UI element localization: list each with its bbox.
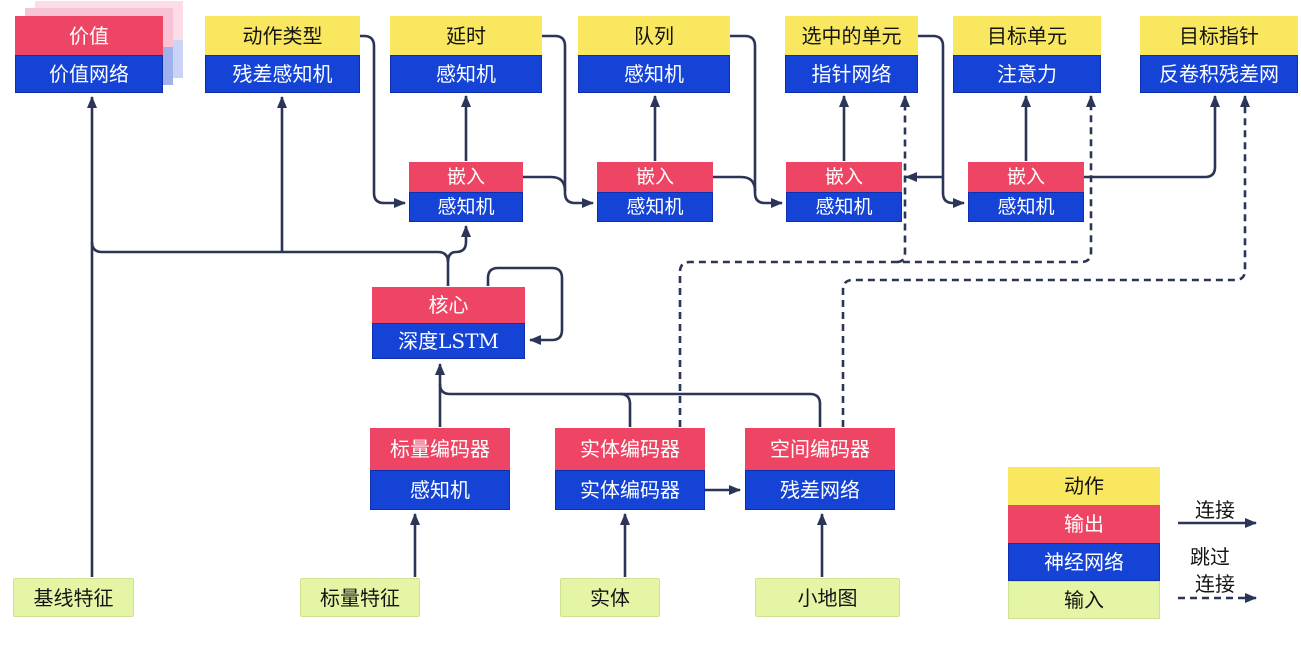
embed-1-output-label: 嵌入 bbox=[409, 162, 523, 192]
embed-card-4: 嵌入 感知机 bbox=[968, 162, 1084, 222]
entity-encoder-network-label: 实体编码器 bbox=[555, 470, 705, 510]
queue-label: 队列 bbox=[578, 16, 730, 55]
legend-input-chip: 输入 bbox=[1008, 581, 1160, 619]
core-output-label: 核心 bbox=[372, 287, 525, 323]
embed-card-1: 嵌入 感知机 bbox=[409, 162, 523, 222]
edge-selectedunits-to-embed4 bbox=[918, 34, 965, 208]
head-card-action-type: 动作类型 残差感知机 bbox=[205, 16, 360, 93]
legend-solid-arrow-label: 连接 bbox=[1195, 498, 1235, 522]
skip-entity-to-attention bbox=[678, 95, 1096, 427]
legend-dashed-arrow-label-line1: 跳过 bbox=[1190, 545, 1230, 569]
edge-entity-encoder-join bbox=[619, 392, 632, 427]
spatial-encoder-label: 空间编码器 bbox=[745, 428, 895, 470]
input-minimap: 小地图 bbox=[755, 578, 900, 617]
target-unit-network-label: 注意力 bbox=[953, 55, 1101, 93]
legend-output-chip: 输出 bbox=[1008, 505, 1160, 543]
selected-units-label: 选中的单元 bbox=[785, 16, 918, 55]
head-card-delay: 延时 感知机 bbox=[390, 16, 542, 93]
value-output-label: 价值 bbox=[15, 16, 163, 55]
embed-4-network-label: 感知机 bbox=[968, 192, 1084, 222]
encoder-card-scalar: 标量编码器 感知机 bbox=[370, 428, 510, 510]
edge-embed1-out bbox=[523, 175, 567, 192]
embed-1-network-label: 感知机 bbox=[409, 192, 523, 222]
head-card-target-point: 目标指针 反卷积残差网 bbox=[1140, 16, 1298, 93]
input-entities: 实体 bbox=[560, 578, 660, 617]
head-card-queue: 队列 感知机 bbox=[578, 16, 730, 93]
core-network-label: 深度LSTM bbox=[372, 323, 525, 359]
queue-network-label: 感知机 bbox=[578, 55, 730, 93]
embed-card-3: 嵌入 感知机 bbox=[786, 162, 902, 222]
legend-color-key: 动作 输出 神经网络 输入 bbox=[1008, 467, 1160, 619]
action-type-label: 动作类型 bbox=[205, 16, 360, 55]
target-point-network-label: 反卷积残差网 bbox=[1140, 55, 1298, 93]
selected-units-network-label: 指针网络 bbox=[785, 55, 918, 93]
edge-bus-to-embed1 bbox=[446, 225, 471, 263]
core-card: 核心 深度LSTM bbox=[372, 287, 525, 359]
embed-card-2: 嵌入 感知机 bbox=[597, 162, 713, 222]
legend-network-chip: 神经网络 bbox=[1008, 543, 1160, 581]
edge-delay-to-embed2 bbox=[542, 34, 594, 208]
edge-core-output-bus bbox=[90, 241, 450, 286]
embed-4-output-label: 嵌入 bbox=[968, 162, 1084, 192]
legend-dashed-arrow-label-line2: 连接 bbox=[1195, 572, 1235, 596]
delay-network-label: 感知机 bbox=[390, 55, 542, 93]
scalar-encoder-network-label: 感知机 bbox=[370, 470, 510, 510]
embed-2-network-label: 感知机 bbox=[597, 192, 713, 222]
entity-encoder-label: 实体编码器 bbox=[555, 428, 705, 470]
edge-core-self-loop bbox=[486, 266, 564, 345]
value-network-label: 价值网络 bbox=[15, 55, 163, 93]
edge-embed4-to-targetpoint bbox=[1084, 95, 1220, 179]
input-scalar-features: 标量特征 bbox=[300, 578, 420, 617]
head-card-value: 价值 价值网络 bbox=[15, 16, 163, 93]
skip-entity-to-pointer-network bbox=[896, 95, 910, 264]
scalar-encoder-label: 标量编码器 bbox=[370, 428, 510, 470]
embed-3-output-label: 嵌入 bbox=[786, 162, 902, 192]
encoder-card-spatial: 空间编码器 残差网络 bbox=[745, 428, 895, 510]
head-card-target-unit: 目标单元 注意力 bbox=[953, 16, 1101, 93]
embed-2-output-label: 嵌入 bbox=[597, 162, 713, 192]
input-baseline-features: 基线特征 bbox=[13, 578, 134, 617]
delay-label: 延时 bbox=[390, 16, 542, 55]
edge-embed2-out bbox=[713, 175, 757, 192]
head-card-selected-units: 选中的单元 指针网络 bbox=[785, 16, 918, 93]
embed-3-network-label: 感知机 bbox=[786, 192, 902, 222]
spatial-encoder-network-label: 残差网络 bbox=[745, 470, 895, 510]
target-unit-label: 目标单元 bbox=[953, 16, 1101, 55]
legend-action-chip: 动作 bbox=[1008, 467, 1160, 505]
edge-actiontype-to-embed1 bbox=[360, 34, 406, 208]
edge-encoder-bus bbox=[438, 383, 822, 427]
encoder-card-entity: 实体编码器 实体编码器 bbox=[555, 428, 705, 510]
edge-queue-to-embed3 bbox=[730, 34, 783, 208]
target-point-label: 目标指针 bbox=[1140, 16, 1298, 55]
action-type-network-label: 残差感知机 bbox=[205, 55, 360, 93]
